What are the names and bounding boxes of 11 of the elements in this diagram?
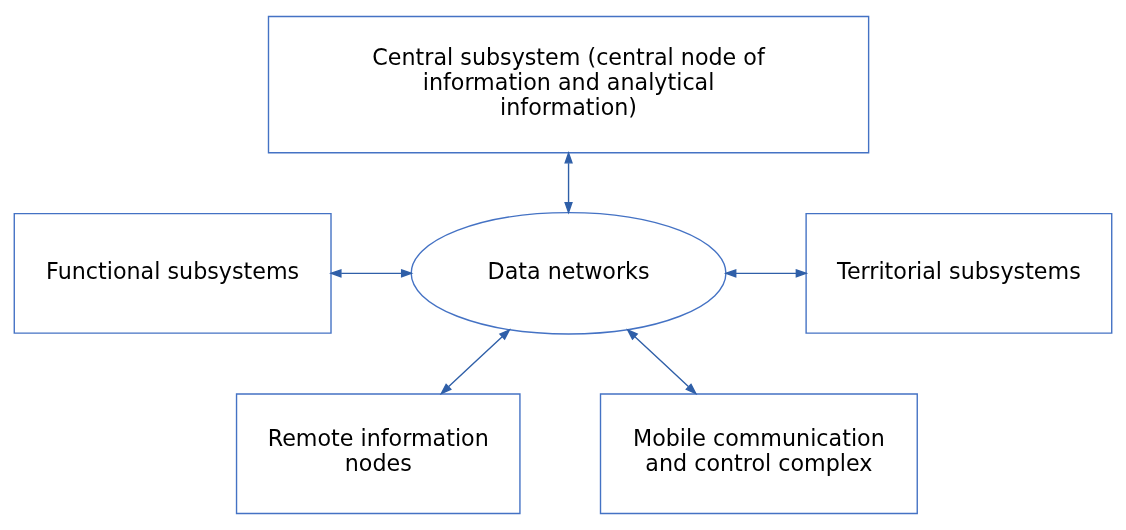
node-box: Remote information nodes	[235, 393, 521, 515]
arrow	[626, 328, 698, 395]
node-box: Territorial subsystems	[805, 212, 1113, 334]
node-box: Mobile communication and control complex	[599, 393, 918, 515]
node-box: Functional subsystems	[13, 212, 332, 334]
arrow	[723, 268, 809, 278]
node-ellipse: Data networks	[410, 211, 727, 335]
arrow	[439, 328, 511, 395]
arrow	[329, 268, 414, 278]
arrow	[564, 151, 573, 215]
node-box: Central subsystem (central node of information and analytical information)	[267, 15, 870, 154]
